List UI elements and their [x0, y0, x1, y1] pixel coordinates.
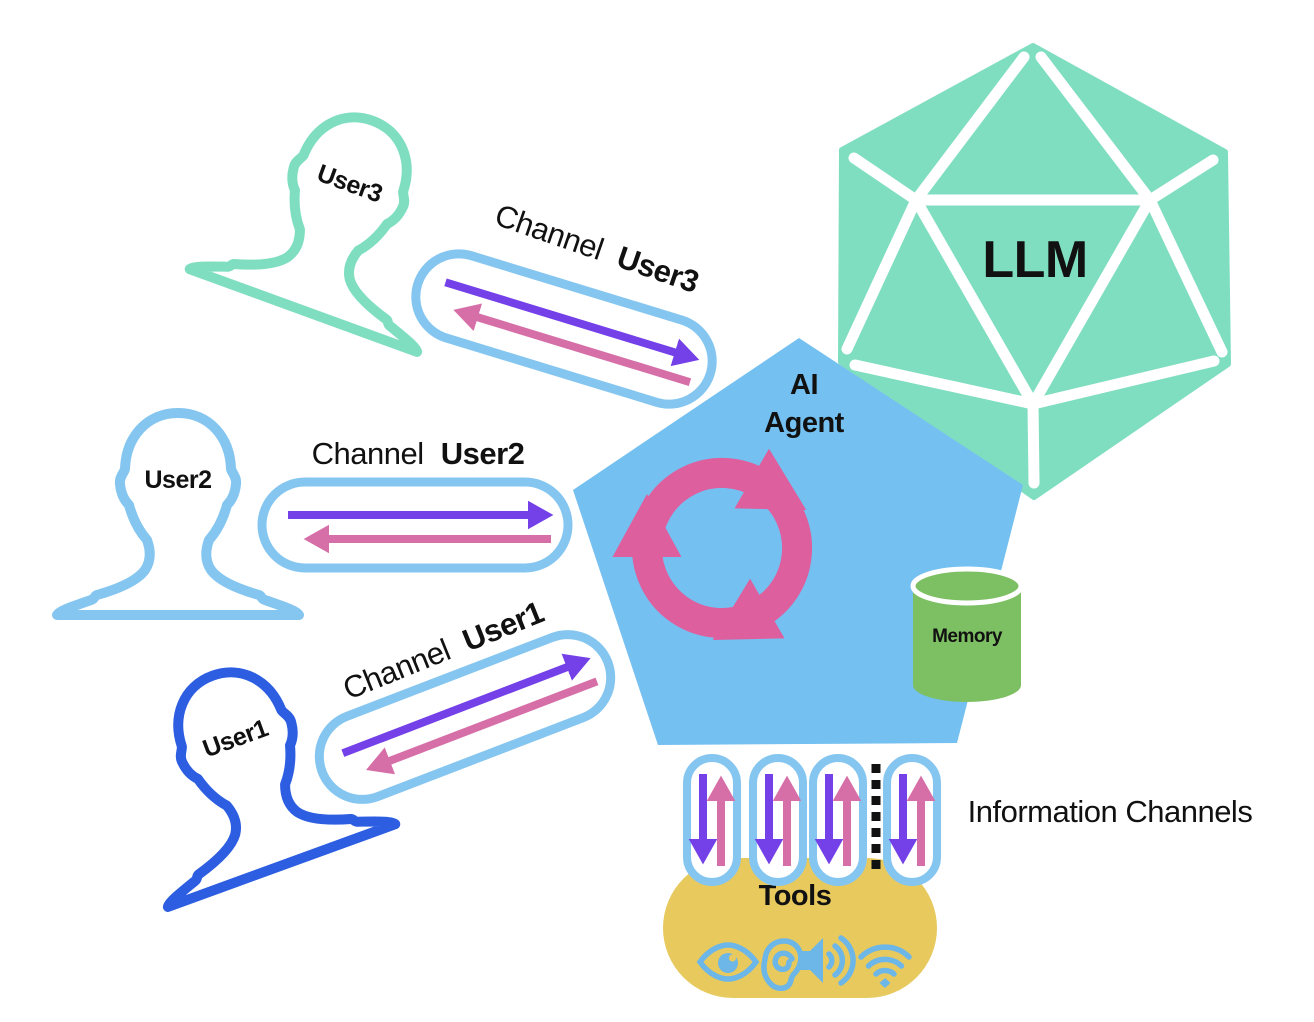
- cycle-arrows-icon: [612, 448, 813, 641]
- memory-label: Memory: [932, 626, 1003, 647]
- info-channel-2: [753, 758, 803, 882]
- ai-agent-pentagon: AI Agent: [573, 338, 1023, 745]
- eye-icon: [696, 942, 760, 982]
- info-channel-4: [887, 758, 937, 882]
- channel-user2-label: Channel User2: [312, 436, 525, 471]
- information-channels-label: Information Channels: [968, 794, 1253, 829]
- tools-label: Tools: [759, 880, 832, 912]
- tools-panel: Tools: [663, 858, 937, 998]
- channel-user1-capsule: [307, 622, 623, 812]
- info-channel-3: [813, 758, 863, 882]
- user1-figure: User1: [99, 634, 395, 907]
- information-channels: Information Channels: [687, 758, 1253, 882]
- channel-user3-user: User3: [613, 239, 704, 299]
- user2-label: User2: [145, 466, 212, 494]
- llm-label: LLM: [982, 231, 1087, 289]
- wifi-icon: [858, 944, 912, 988]
- agent-label-line2: Agent: [764, 407, 845, 439]
- channel-user2-prefix: Channel: [312, 436, 424, 471]
- agent-label-line1: AI: [790, 369, 818, 401]
- icosahedron-edges: [841, 51, 1228, 489]
- memory-cylinder: Memory: [910, 566, 1024, 702]
- channel-user3-prefix: Channel: [491, 197, 608, 267]
- user3-figure: User3: [190, 79, 486, 352]
- info-channel-1: [687, 758, 737, 882]
- user2-figure: User2: [57, 413, 299, 615]
- llm-icosahedron: LLM: [838, 43, 1231, 500]
- speaker-icon: [798, 935, 856, 986]
- channel-user2-capsule: [262, 482, 568, 568]
- channel-user2-user: User2: [441, 436, 525, 471]
